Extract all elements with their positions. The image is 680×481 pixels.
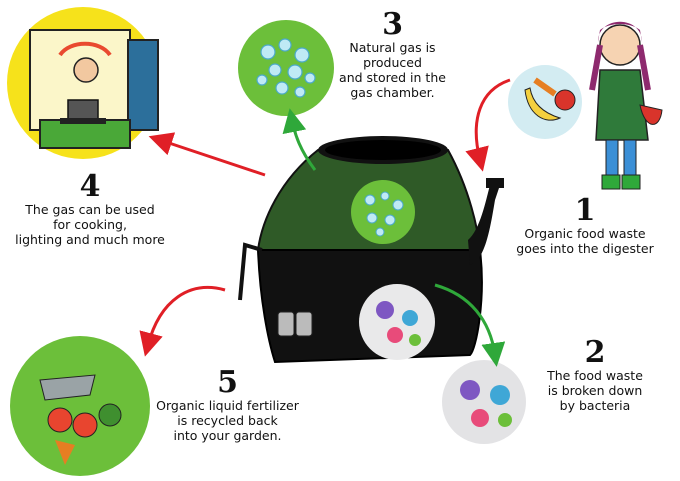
garden-circle [10,336,150,476]
step-5-number: 5 [217,365,238,400]
arrow-3-to-gas [282,108,317,171]
step-4-text: The gas can be used for cooking, lightin… [15,202,165,247]
step-4-label: 4 The gas can be used for cooking, light… [0,169,180,248]
girl-illustration [589,21,663,190]
kitchen-scene-illustration [7,7,159,159]
arrow-2-to-bacteria [434,283,506,367]
food-waste-circle [508,65,582,139]
step-2-number: 2 [584,335,606,370]
step-1-number: 1 [574,193,596,228]
flow-arrows [139,78,511,367]
step-3-label: 3 Natural gas is produced and stored in … [330,7,455,101]
arrow-4-to-kitchen [148,132,266,177]
step-3-text: Natural gas is produced and stored in th… [339,40,446,100]
arrow-1-into-digester [465,78,511,172]
step-2-label: 2 The food waste is broken down by bacte… [525,335,665,414]
step-5-label: 5 Organic liquid fertilizer is recycled … [150,365,305,444]
digester-bacteria-circle [359,284,435,360]
arrow-5-to-garden [139,285,226,357]
step-3-number: 3 [382,7,403,42]
step-1-text: Organic food waste goes into the digeste… [516,226,654,256]
gas-bubbles-circle [238,20,334,116]
step-4-number: 4 [79,169,101,204]
step-2-text: The food waste is broken down by bacteri… [547,368,643,413]
step-5-text: Organic liquid fertilizer is recycled ba… [156,398,299,443]
digester-gas-circle [351,180,415,244]
bacteria-circle [442,360,526,444]
step-1-label: 1 Organic food waste goes into the diges… [500,193,670,257]
